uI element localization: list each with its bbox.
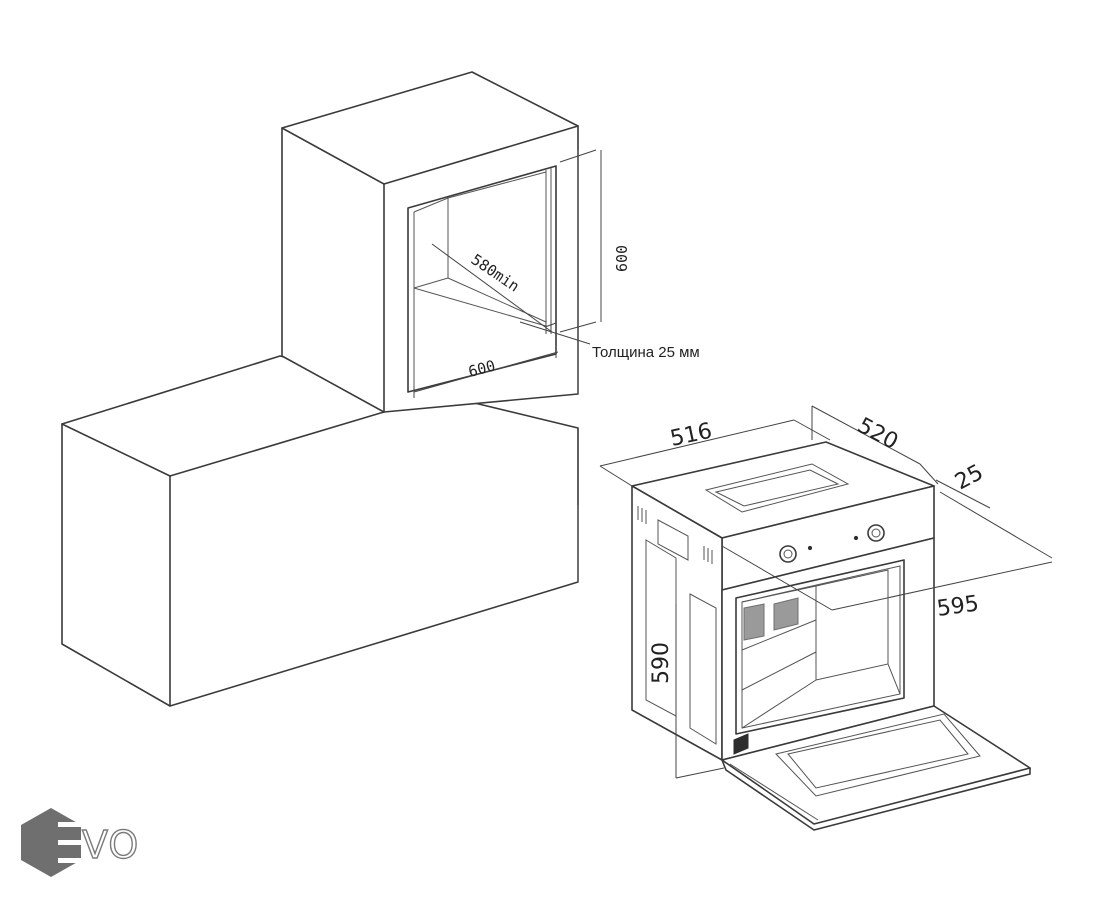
thickness-note: Толщина 25 мм	[592, 344, 700, 361]
logo-text: VO	[82, 823, 139, 867]
fan-icon	[773, 597, 799, 631]
e-letter-icon	[58, 822, 84, 863]
lamp-icon	[743, 603, 765, 641]
oven-top-width-label: 516	[668, 419, 714, 452]
built-in-oven	[631, 441, 1031, 831]
oven-height-label: 590	[649, 642, 674, 684]
kitchen-cabinet	[61, 71, 579, 707]
oven-width-label: 595	[935, 591, 980, 622]
side-handle	[657, 519, 689, 561]
brand-logo: VO	[21, 808, 139, 877]
panel-thickness-label: 25	[951, 460, 987, 495]
base-cabinet-body	[61, 355, 579, 707]
oven-depth-label: 520	[853, 413, 902, 455]
left-control-knob[interactable]	[779, 545, 797, 563]
right-control-knob[interactable]	[867, 524, 885, 542]
niche-height-label: 600	[613, 245, 631, 272]
